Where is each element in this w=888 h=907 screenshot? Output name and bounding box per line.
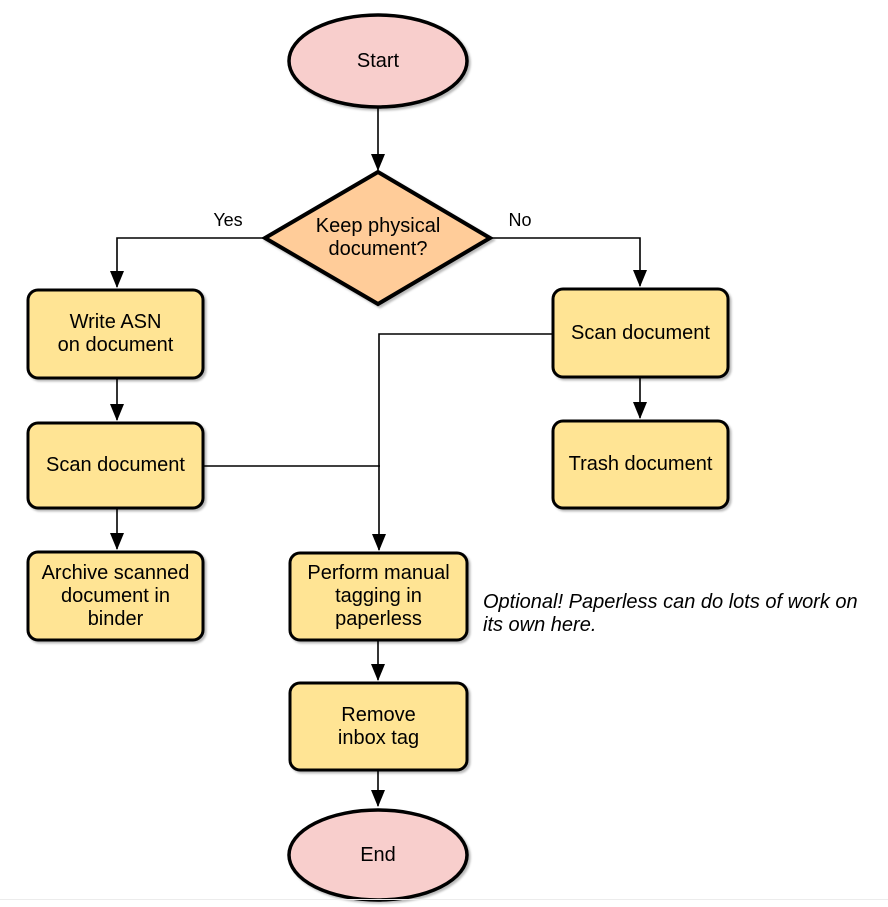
scan-document-right-node-shape: [551, 287, 730, 379]
archive-binder-label-line2: document in: [61, 584, 170, 607]
remove-inbox-tag-label-line2: inbox tag: [337, 726, 420, 749]
bottom-divider: [0, 899, 888, 900]
end-node-label: End: [289, 810, 467, 900]
trash-document-node-shape: [551, 419, 730, 510]
write-asn-label-line2: on document: [57, 334, 174, 356]
end-node-label-text: End: [360, 843, 396, 866]
annotation-line2: its own here.: [483, 614, 597, 636]
decision-node-shape: [261, 169, 494, 307]
edge-decision-yes: [110, 237, 265, 288]
archive-binder-node-label: Archive scanned document in binder: [28, 552, 203, 640]
scan-document-right-node-label: Scan document: [553, 289, 728, 377]
scan-document-left-node-label: Scan document: [28, 423, 203, 508]
edge-scanright-to-tagging: [372, 333, 553, 551]
edges-layer: [110, 107, 647, 807]
remove-inbox-tag-label-line1: Remove: [341, 703, 416, 726]
edge-decision-no: [490, 237, 647, 287]
write-asn-node-label: Write ASN on document: [28, 290, 203, 378]
scan-document-left-node-shape: [26, 421, 205, 510]
manual-tagging-label-line3: paperless: [335, 608, 422, 630]
scan-document-left-label-text: Scan document: [46, 454, 185, 476]
write-asn-label-line1: Write ASN: [69, 311, 162, 333]
manual-tagging-label-line2: tagging in: [335, 585, 422, 607]
manual-tagging-node-shape: [288, 551, 469, 642]
manual-tagging-node-label: Perform manual tagging in paperless: [290, 553, 467, 640]
end-node-shape: [287, 808, 469, 902]
remove-inbox-tag-node-shape: [288, 681, 469, 772]
trash-document-label-text: Trash document: [568, 453, 713, 475]
archive-binder-node-shape: [26, 550, 205, 642]
archive-binder-label-line3: binder: [87, 607, 144, 630]
annotation-line1: Optional! Paperless can do lots of work …: [483, 591, 858, 613]
trash-document-node-label: Trash document: [553, 421, 728, 508]
edge-label-no: No: [508, 210, 532, 230]
annotation-note: Optional! Paperless can do lots of work …: [483, 591, 858, 637]
start-node-label: Start: [289, 15, 467, 107]
remove-inbox-tag-node-label: Remove inbox tag: [290, 683, 467, 770]
write-asn-node-shape: [26, 288, 205, 380]
edge-label-yes: Yes: [213, 210, 243, 230]
start-node-label-text: Start: [356, 49, 400, 72]
nodes-layer: [26, 13, 730, 902]
decision-node-label: Keep physical document?: [266, 172, 490, 304]
archive-binder-label-line1: Archive scanned: [41, 561, 190, 584]
scan-document-right-label-text: Scan document: [571, 321, 710, 344]
decision-label-line1: Keep physical: [315, 215, 441, 237]
decision-label-line2: document?: [328, 238, 428, 260]
start-node-shape: [287, 13, 469, 109]
manual-tagging-label-line1: Perform manual: [307, 562, 450, 584]
